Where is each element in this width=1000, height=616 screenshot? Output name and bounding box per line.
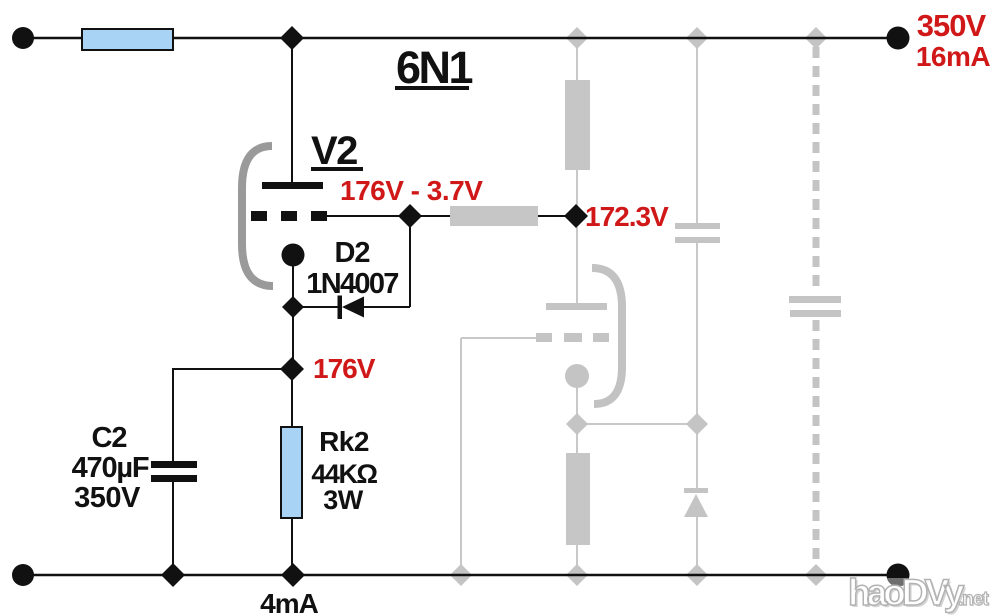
svg-text:C2: C2 [91,422,126,454]
svg-text:44KΩ: 44KΩ [311,459,377,489]
svg-text:D2: D2 [334,237,369,269]
svg-text:.net: .net [959,590,990,611]
svg-text:Rk2: Rk2 [319,426,369,457]
svg-text:1N4007: 1N4007 [306,268,398,300]
svg-text:470µF: 470µF [72,452,149,484]
svg-text:172.3V: 172.3V [585,201,669,232]
svg-text:16mA: 16mA [916,41,991,72]
svg-text:176V - 3.7V: 176V - 3.7V [340,175,483,206]
svg-text:haoDVy: haoDVy [850,574,967,615]
svg-text:6N1: 6N1 [396,42,473,93]
svg-text:haoDVy: haoDVy [848,572,965,613]
svg-text:176V: 176V [313,353,376,384]
svg-text:350V: 350V [74,482,141,514]
svg-text:V2: V2 [311,129,357,173]
svg-text:3W: 3W [323,485,364,515]
svg-text:4mA: 4mA [260,588,318,616]
svg-text:.net: .net [958,589,989,610]
svg-text:350V: 350V [917,8,987,43]
